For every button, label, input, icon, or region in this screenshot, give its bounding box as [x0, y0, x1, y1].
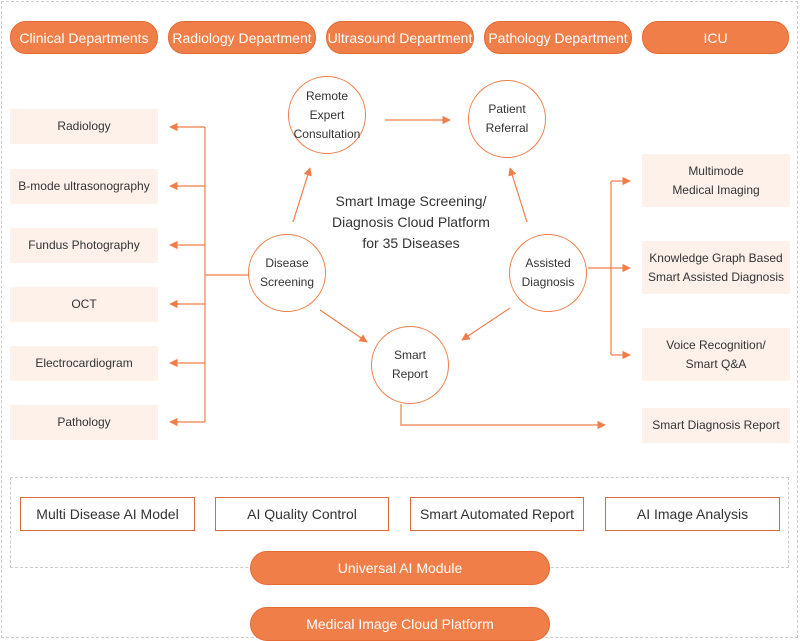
node-label: Disease Screening	[259, 256, 315, 289]
node-patient-referral: Patient Referral	[468, 80, 546, 158]
module-image-analysis: AI Image Analysis	[605, 497, 780, 531]
left-item-label: Electrocardiogram	[35, 356, 133, 370]
node-remote-consultation: Remote Expert Consultation	[288, 76, 366, 154]
universal-ai-module: Universal AI Module	[250, 551, 550, 585]
right-item-label: Multimode Medical Imaging	[672, 163, 760, 197]
left-item-label: B-mode ultrasonography	[18, 179, 150, 193]
node-label: Patient Referral	[485, 102, 529, 135]
right-item-label: Voice Recognition/ Smart Q&A	[666, 337, 766, 371]
dept-ultrasound: Ultrasound Department	[326, 21, 474, 54]
arrow-screening-to-consult	[292, 167, 312, 223]
module-label: AI Quality Control	[247, 506, 357, 522]
right-item-label: Smart Diagnosis Report	[652, 418, 780, 432]
dept-pathology: Pathology Department	[484, 21, 632, 54]
universal-ai-module-label: Universal AI Module	[337, 560, 463, 576]
module-label: Smart Automated Report	[419, 506, 575, 522]
dept-radiology: Radiology Department	[168, 21, 316, 54]
arrow-report-output	[400, 404, 606, 430]
dept-radiology-label: Radiology Department	[172, 29, 312, 46]
arrow-assisted-to-referral	[508, 167, 528, 223]
module-multi-disease: Multi Disease AI Model	[20, 497, 195, 531]
node-label: Assisted Diagnosis	[521, 256, 575, 289]
node-disease-screening: Disease Screening	[248, 234, 326, 312]
dept-clinical: Clinical Departments	[10, 21, 158, 54]
medical-image-cloud-platform: Medical Image Cloud Platform	[250, 607, 550, 641]
module-automated-report: Smart Automated Report	[410, 497, 584, 531]
node-assisted-diagnosis: Assisted Diagnosis	[509, 234, 587, 312]
left-item-ecg: Electrocardiogram	[10, 346, 158, 381]
left-item-bmode: B-mode ultrasonography	[10, 169, 158, 204]
dept-pathology-label: Pathology Department	[488, 29, 628, 46]
dept-ultrasound-label: Ultrasound Department	[327, 29, 473, 46]
right-item-voice: Voice Recognition/ Smart Q&A	[642, 328, 790, 381]
left-item-label: Radiology	[57, 119, 111, 133]
module-label: AI Image Analysis	[636, 506, 749, 522]
left-item-label: OCT	[71, 297, 97, 311]
left-item-fundus: Fundus Photography	[10, 228, 158, 263]
left-item-pathology: Pathology	[10, 405, 158, 440]
left-item-label: Fundus Photography	[28, 238, 140, 252]
right-item-multimode: Multimode Medical Imaging	[642, 154, 790, 207]
left-item-radiology: Radiology	[10, 109, 158, 144]
arrow-screening-to-report	[319, 309, 368, 343]
arrow-assisted-to-report	[461, 307, 511, 341]
left-item-oct: OCT	[10, 287, 158, 322]
right-item-label: Knowledge Graph Based Smart Assisted Dia…	[647, 250, 785, 284]
center-platform-title: Smart Image Screening/ Diagnosis Cloud P…	[332, 193, 490, 251]
dept-clinical-label: Clinical Departments	[19, 29, 149, 46]
cloud-platform-label: Medical Image Cloud Platform	[306, 616, 494, 632]
right-item-diagnosis-report: Smart Diagnosis Report	[642, 408, 790, 443]
node-label: Smart Report	[391, 348, 429, 381]
module-quality-control: AI Quality Control	[215, 497, 389, 531]
right-item-knowledge-graph: Knowledge Graph Based Smart Assisted Dia…	[642, 241, 790, 294]
node-smart-report: Smart Report	[371, 326, 449, 404]
node-label: Remote Expert Consultation	[293, 88, 361, 141]
left-item-label: Pathology	[57, 415, 111, 429]
dept-icu-label: ICU	[703, 29, 728, 46]
dept-icu: ICU	[642, 21, 789, 54]
module-label: Multi Disease AI Model	[36, 506, 179, 522]
